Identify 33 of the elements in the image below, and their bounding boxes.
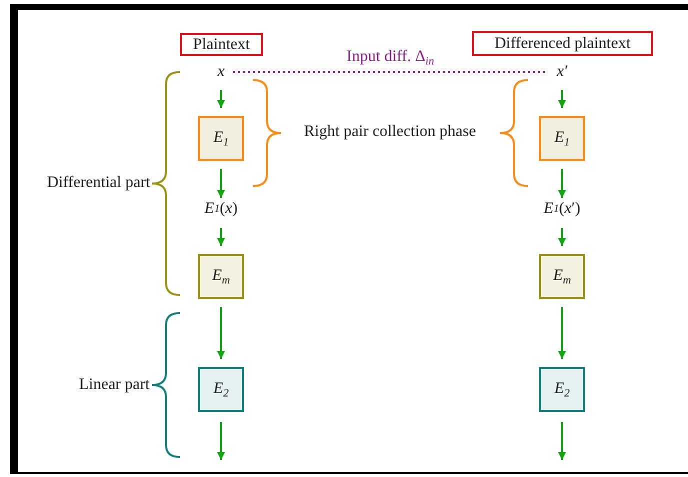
math-label: E$_{1}$	[213, 128, 229, 148]
arrow	[217, 90, 225, 108]
arrow	[558, 169, 566, 198]
arrow	[558, 90, 566, 108]
math-label: x	[211, 62, 231, 82]
column-heading: Differenced plaintext	[494, 34, 631, 52]
arrow	[217, 169, 225, 198]
math-label: E$_{1}$	[554, 128, 570, 148]
round-box	[198, 254, 244, 299]
brace-label: Differential part	[47, 174, 150, 192]
heading-box	[472, 31, 653, 56]
math-label: x′	[550, 62, 574, 82]
arrow	[217, 422, 225, 460]
brace-label: Right pair collection phase	[304, 123, 476, 141]
arrow	[558, 422, 566, 460]
math-label: E$_{2}$	[554, 380, 570, 400]
round-box	[198, 116, 244, 161]
round-box	[539, 254, 585, 299]
arrow	[558, 307, 566, 359]
edge-label: Input diff. Δ$_{in}$	[344, 48, 436, 68]
arrow	[558, 228, 566, 246]
column-heading: Plaintext	[193, 36, 250, 54]
heading-box	[180, 33, 263, 56]
brace-label: Linear part	[79, 376, 150, 394]
math-label: E$_{m}$	[212, 266, 230, 286]
round-box	[198, 367, 244, 412]
round-box	[539, 116, 585, 161]
math-label: E$_{2}$	[213, 380, 229, 400]
round-box	[539, 367, 585, 412]
arrow	[217, 307, 225, 359]
dotted-line	[233, 71, 548, 73]
math-label: E$_{m}$	[553, 266, 571, 286]
arrow	[217, 228, 225, 246]
